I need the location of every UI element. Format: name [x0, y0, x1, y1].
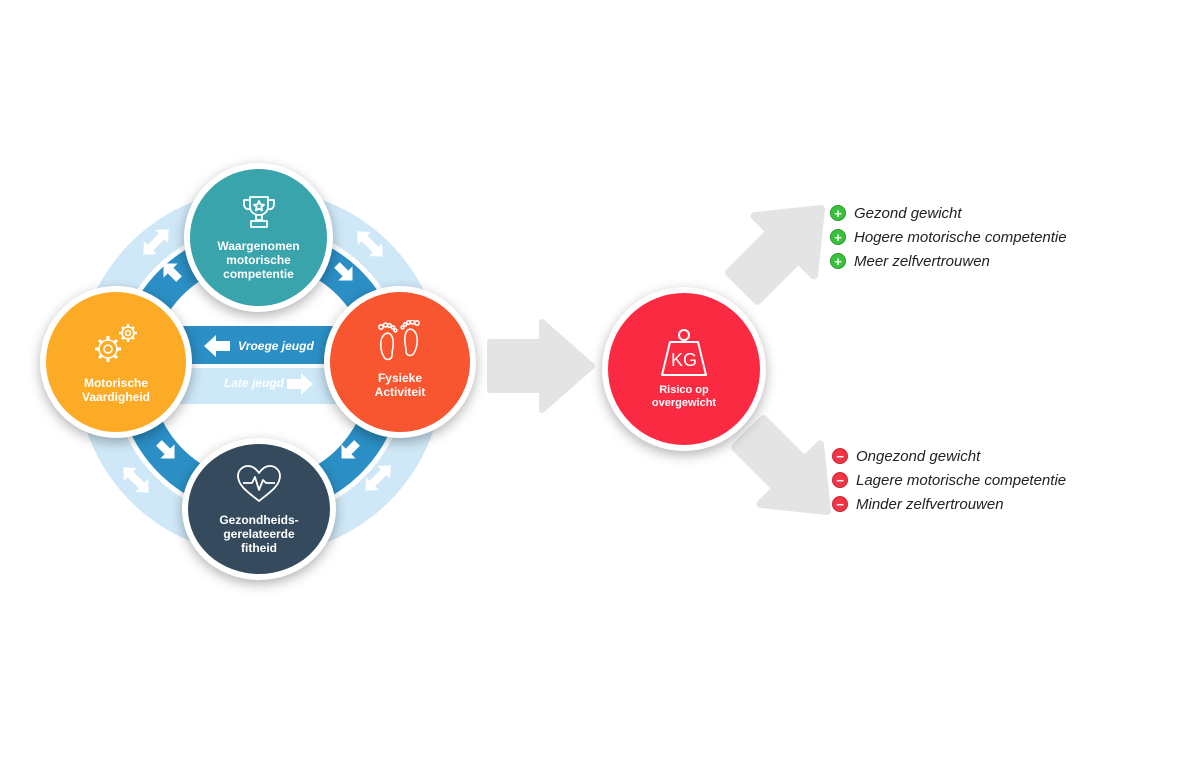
flow-arrow-down: [731, 415, 832, 516]
band-early-label: Vroege jeugd: [238, 339, 314, 353]
node-risk-label: Risico op overgewicht: [651, 384, 717, 409]
list-item: + Gezond gewicht: [830, 201, 1067, 225]
list-item: − Minder zelfvertrouwen: [832, 492, 1066, 516]
node-physical-activity: Fysieke Activiteit: [324, 286, 476, 438]
minus-circle-icon: −: [832, 448, 848, 464]
node-top-label: Waargenomen motorische competentie: [217, 239, 300, 281]
heartbeat-icon: [235, 464, 283, 507]
outcome-text: Ongezond gewicht: [856, 447, 981, 465]
outcome-text: Minder zelfvertrouwen: [856, 495, 1004, 513]
flow-arrow-right: [487, 319, 595, 413]
node-perceived-competence: Waargenomen motorische competentie: [184, 163, 333, 312]
arrow-right-icon: [287, 373, 313, 395]
minus-circle-icon: −: [832, 496, 848, 512]
kg-weight-icon: KG: [656, 328, 712, 378]
negative-outcomes: − Ongezond gewicht − Lagere motorische c…: [832, 444, 1066, 516]
list-item: − Ongezond gewicht: [832, 444, 1066, 468]
arrow-left-icon: [204, 335, 230, 357]
cycle-arrow-icons: [156, 262, 360, 459]
plus-circle-icon: +: [830, 229, 846, 245]
node-health-fitness: Gezondheids- gerelateerde fitheid: [182, 438, 336, 580]
kg-label: KG: [670, 350, 697, 370]
outcome-text: Gezond gewicht: [854, 204, 962, 222]
list-item: − Lagere motorische competentie: [832, 468, 1066, 492]
list-item: + Meer zelfvertrouwen: [830, 249, 1067, 273]
trophy-icon: [239, 194, 279, 233]
plus-circle-icon: +: [830, 205, 846, 221]
list-item: + Hogere motorische competentie: [830, 225, 1067, 249]
double-arrow-icons: [123, 229, 391, 493]
node-bottom-label: Gezondheids- gerelateerde fitheid: [219, 512, 299, 555]
plus-circle-icon: +: [830, 253, 846, 269]
outcome-text: Lagere motorische competentie: [856, 471, 1067, 489]
outcome-text: Meer zelfvertrouwen: [854, 252, 990, 270]
node-left-label: Motorische Vaardigheid: [81, 375, 151, 404]
gears-icon: [90, 321, 142, 370]
band-late-label: Late jeugd: [224, 376, 285, 390]
outcome-text: Hogere motorische competentie: [854, 228, 1067, 246]
positive-outcomes: + Gezond gewicht + Hogere motorische com…: [830, 201, 1067, 273]
footprints-icon: [375, 318, 425, 365]
node-overweight-risk: KG Risico op overgewicht: [602, 287, 766, 451]
minus-circle-icon: −: [832, 472, 848, 488]
node-right-label: Fysieke Activiteit: [374, 370, 426, 399]
node-motor-skill: Motorische Vaardigheid: [40, 286, 192, 438]
flow-arrow-up: [725, 204, 826, 305]
